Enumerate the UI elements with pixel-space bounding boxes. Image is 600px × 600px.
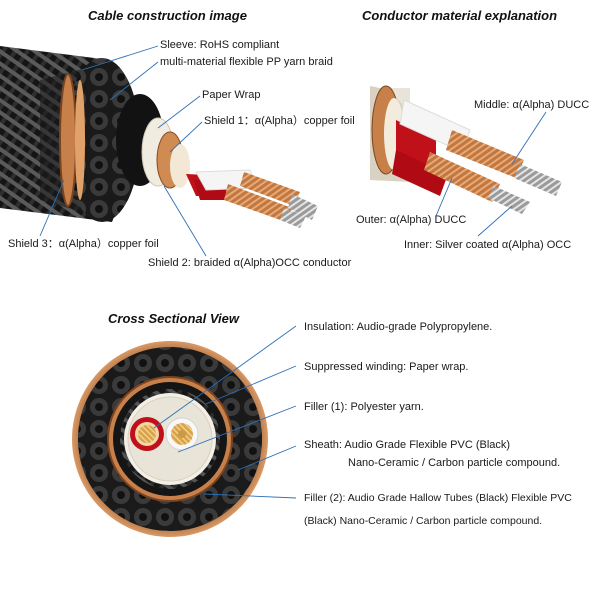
conductor-illustration: [370, 85, 562, 214]
cable-construction-illustration: [0, 46, 318, 228]
shield2-label: Shield 2: braided α(Alpha)OCC conductor: [148, 257, 352, 269]
shield3-label: Shield 3：α(Alpha）copper foil: [8, 238, 159, 250]
filler1-label: Filler (1): Polyester yarn.: [304, 401, 424, 413]
conductor-callouts: [435, 111, 547, 237]
braid-label: multi-material flexible PP yarn braid: [160, 56, 333, 68]
middle-conductor-label: Middle: α(Alpha) DUCC: [474, 99, 590, 111]
sheath-label-line2: Nano-Ceramic / Carbon particle compound.: [348, 457, 561, 469]
cross-section-heading: Cross Sectional View: [108, 311, 240, 326]
inner-conductor-label: Inner: Silver coated α(Alpha) OCC: [404, 239, 572, 251]
sheath-label-line1: Sheath: Audio Grade Flexible PVC (Black): [304, 439, 511, 451]
sleeve-label: Sleeve: RoHS compliant: [160, 39, 280, 51]
winding-label: Suppressed winding: Paper wrap.: [304, 361, 469, 373]
cross-section-illustration: [72, 341, 268, 537]
construction-heading: Cable construction image: [88, 8, 247, 23]
filler2-label-line1: Filler (2): Audio Grade Hallow Tubes (Bl…: [304, 492, 572, 504]
outer-conductor-label: Outer: α(Alpha) DUCC: [356, 214, 467, 226]
insulation-label: Insulation: Audio-grade Polypropylene.: [304, 321, 493, 333]
paper-wrap-label: Paper Wrap: [202, 89, 261, 101]
shield1-label: Shield 1：α(Alpha）copper foil: [204, 115, 355, 127]
construction-callouts: [39, 45, 207, 257]
filler2-label-line2: (Black) Nano-Ceramic / Carbon particle c…: [304, 515, 543, 527]
conductor-heading: Conductor material explanation: [362, 8, 558, 23]
cross-section-callouts: [153, 325, 297, 499]
